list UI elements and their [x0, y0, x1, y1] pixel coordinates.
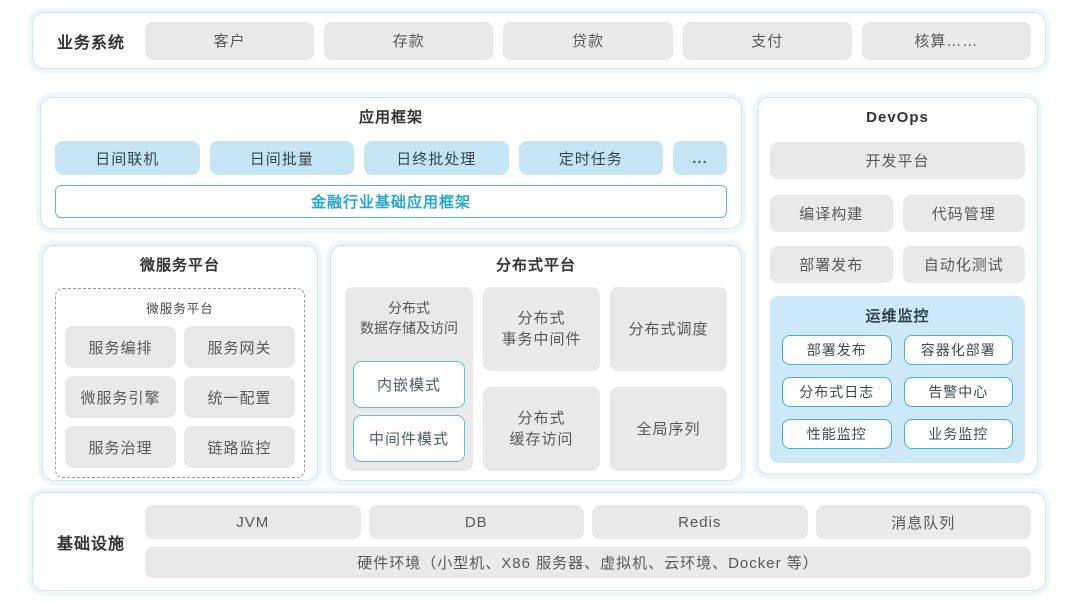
infra-item-db: DB	[368, 505, 584, 539]
microservice-inner-title: 微服务平台	[146, 302, 214, 316]
app-framework-title: 应用框架	[358, 109, 423, 126]
business-systems-panel: 业务系统 客户 存款 贷款 支付 核算……	[32, 12, 1046, 69]
app-framework-row: 日间联机 日间批量 日终批处理 定时任务 ...	[55, 141, 727, 175]
micro-item-tracing: 链路监控	[184, 426, 295, 468]
devops-tool-auto-test: 自动化测试	[902, 246, 1025, 283]
devops-title: DevOps	[866, 109, 929, 126]
micro-item-gateway: 服务网关	[184, 326, 295, 368]
storage-mode-middleware: 中间件模式	[353, 415, 465, 462]
infrastructure-label: 基础设施	[56, 535, 125, 553]
ops-monitoring-grid: 部署发布 容器化部署 分布式日志 告警中心 性能监控 业务监控	[782, 335, 1013, 449]
infrastructure-content: JVM DB Redis 消息队列 硬件环境（小型机、X86 服务器、虚拟机、云…	[145, 505, 1031, 578]
devops-tool-code-mgmt: 代码管理	[902, 195, 1025, 232]
devops-panel: DevOps 开发平台 编译构建 代码管理 部署发布 自动化测试 运维监控 部署…	[757, 97, 1038, 475]
dev-platform-box: 开发平台	[770, 142, 1025, 179]
monitor-item-alert-center: 告警中心	[903, 377, 1013, 407]
appfw-item-scheduled-task: 定时任务	[518, 141, 663, 175]
distributed-middle-column: 分布式 事务中间件 分布式 缓存访问	[483, 287, 600, 471]
distributed-storage-label: 分布式 数据存储及访问	[360, 300, 458, 336]
distributed-storage-box: 分布式 数据存储及访问 内嵌模式 中间件模式	[345, 287, 473, 471]
devops-tool-build: 编译构建	[770, 195, 893, 232]
infra-item-jvm: JVM	[145, 505, 361, 539]
appfw-item-more: ...	[673, 141, 727, 175]
monitor-item-business: 业务监控	[903, 419, 1013, 449]
distributed-panel: 分布式平台 分布式 数据存储及访问 内嵌模式 中间件模式 分布式 事务中间件 分…	[330, 245, 742, 481]
financial-base-framework-box: 金融行业基础应用框架	[55, 185, 727, 218]
infra-item-redis: Redis	[592, 505, 808, 539]
micro-item-engine: 微服务引擎	[65, 376, 176, 418]
ops-monitoring-panel: 运维监控 部署发布 容器化部署 分布式日志 告警中心 性能监控 业务监控	[770, 296, 1025, 463]
monitor-item-deploy: 部署发布	[782, 335, 892, 365]
ops-monitoring-title: 运维监控	[865, 308, 930, 325]
distributed-right-column: 分布式调度 全局序列	[610, 287, 727, 471]
business-item-payment: 支付	[682, 21, 852, 60]
micro-item-orchestration: 服务编排	[65, 326, 176, 368]
distributed-body: 分布式 数据存储及访问 内嵌模式 中间件模式 分布式 事务中间件 分布式 缓存访…	[345, 287, 727, 471]
hardware-env-box: 硬件环境（小型机、X86 服务器、虚拟机、云环境、Docker 等）	[145, 547, 1031, 578]
dist-cell-global-sequence: 全局序列	[610, 387, 727, 471]
micro-item-governance: 服务治理	[65, 426, 176, 468]
distributed-title: 分布式平台	[495, 257, 576, 274]
infrastructure-row: JVM DB Redis 消息队列	[145, 505, 1031, 539]
infrastructure-panel: 基础设施 JVM DB Redis 消息队列 硬件环境（小型机、X86 服务器、…	[32, 492, 1046, 591]
appfw-item-daytime-online: 日间联机	[55, 141, 200, 175]
devops-tool-deploy: 部署发布	[770, 246, 893, 283]
business-item-accounting: 核算……	[861, 21, 1032, 60]
business-systems-label: 业务系统	[56, 34, 125, 52]
monitor-item-distributed-log: 分布式日志	[782, 377, 892, 407]
monitor-item-container-deploy: 容器化部署	[903, 335, 1013, 365]
microservice-inner-group: 微服务平台 服务编排 服务网关 微服务引擎 统一配置 服务治理 链路监控	[55, 288, 305, 478]
devops-tools-grid: 编译构建 代码管理 部署发布 自动化测试	[770, 195, 1025, 283]
dist-cell-scheduling: 分布式调度	[610, 287, 727, 371]
appfw-item-daytime-batch: 日间批量	[209, 141, 354, 175]
monitor-item-performance: 性能监控	[782, 419, 892, 449]
business-item-deposit: 存款	[324, 21, 494, 60]
business-item-loan: 贷款	[503, 21, 673, 60]
microservice-title: 微服务平台	[139, 257, 220, 274]
app-framework-panel: 应用框架 日间联机 日间批量 日终批处理 定时任务 ... 金融行业基础应用框架	[40, 97, 742, 229]
storage-mode-embedded: 内嵌模式	[353, 361, 465, 408]
micro-item-config: 统一配置	[184, 376, 295, 418]
appfw-item-eod-batch: 日终批处理	[364, 141, 509, 175]
dist-cell-cache-access: 分布式 缓存访问	[483, 387, 600, 471]
microservice-panel: 微服务平台 微服务平台 服务编排 服务网关 微服务引擎 统一配置 服务治理 链路…	[42, 245, 318, 481]
infra-item-mq: 消息队列	[815, 505, 1031, 539]
business-systems-row: 客户 存款 贷款 支付 核算……	[145, 21, 1032, 60]
business-item-customer: 客户	[145, 21, 315, 60]
microservice-grid: 服务编排 服务网关 微服务引擎 统一配置 服务治理 链路监控	[65, 326, 295, 468]
dist-cell-transaction-middleware: 分布式 事务中间件	[483, 287, 600, 371]
